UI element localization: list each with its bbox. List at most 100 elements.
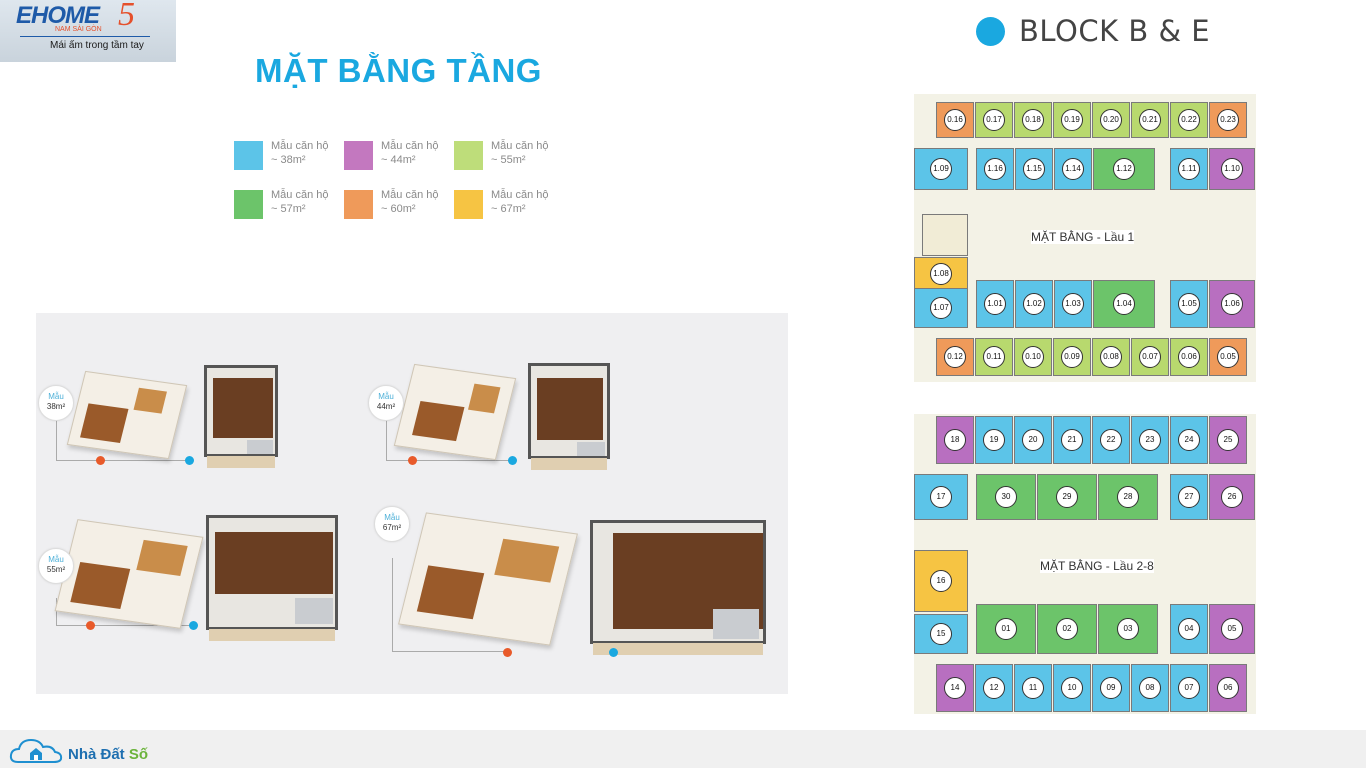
legend-swatch xyxy=(344,141,373,170)
floor-label: MẶT BẰNG - Lầu 1 xyxy=(1031,230,1135,244)
model-55-3d-view xyxy=(54,519,204,629)
unit: 1.10 xyxy=(1209,148,1255,190)
legend-area: ~ 55m² xyxy=(491,154,526,166)
unit: 0.18 xyxy=(1014,102,1052,138)
unit: 0.22 xyxy=(1170,102,1208,138)
unit: 0.16 xyxy=(936,102,974,138)
model-44-floor-plan xyxy=(528,363,610,470)
model-badge-prefix: Mẫu xyxy=(378,392,394,401)
footer-brand-part1: Nhà Đất xyxy=(68,746,129,763)
unit: 23 xyxy=(1131,416,1169,464)
block-indicator-dot xyxy=(976,17,1005,46)
unit: 0.23 xyxy=(1209,102,1247,138)
legend-item-44: Mẫu căn hộ ~ 44m² xyxy=(344,139,474,173)
unit: 1.01 xyxy=(976,280,1014,328)
footer-brand: Nhà Đất Số xyxy=(68,746,148,763)
unit: 03 xyxy=(1098,604,1158,654)
legend-label: Mẫu căn hộ xyxy=(491,189,549,201)
legend-swatch xyxy=(454,141,483,170)
unit: 1.04 xyxy=(1093,280,1155,328)
model-badge-prefix: Mẫu xyxy=(384,513,400,522)
unit: 1.12 xyxy=(1093,148,1155,190)
cloud-house-icon xyxy=(9,738,63,763)
unit: 08 xyxy=(1131,664,1169,712)
unit: 10 xyxy=(1053,664,1091,712)
unit: 0.06 xyxy=(1170,338,1208,376)
unit: 26 xyxy=(1209,474,1255,520)
unit: 21 xyxy=(1053,416,1091,464)
unit: 1.06 xyxy=(1209,280,1255,328)
unit: 0.09 xyxy=(1053,338,1091,376)
blue-marker xyxy=(189,621,198,630)
legend-area: ~ 38m² xyxy=(271,154,306,166)
model-44-3d-view xyxy=(393,363,517,461)
model-badge-prefix: Mẫu xyxy=(48,392,64,401)
unit: 0.07 xyxy=(1131,338,1169,376)
model-badge: Mẫu 38m² xyxy=(38,385,74,421)
apartment-model-gallery: Mẫu 38m² Mẫu 44m² xyxy=(36,313,788,694)
model-badge: Mẫu 67m² xyxy=(374,506,410,542)
block-title: BLOCK B & E xyxy=(1019,14,1211,48)
blue-marker xyxy=(508,456,517,465)
legend-label: Mẫu căn hộ xyxy=(381,189,439,201)
unit: 1.05 xyxy=(1170,280,1208,328)
unit: 06 xyxy=(1209,664,1247,712)
model-badge-area: 67m² xyxy=(382,523,402,532)
unit: 0.17 xyxy=(975,102,1013,138)
legend-swatch xyxy=(234,190,263,219)
unit: 02 xyxy=(1037,604,1097,654)
legend-item-57: Mẫu căn hộ ~ 57m² xyxy=(234,188,364,222)
model-55-floor-plan xyxy=(206,515,338,641)
unit: 1.16 xyxy=(976,148,1014,190)
connector-line xyxy=(56,413,189,461)
legend-label: Mẫu căn hộ xyxy=(491,140,549,152)
footer: Nhà Đất Số xyxy=(0,730,1366,768)
model-badge-area: 55m² xyxy=(46,565,66,574)
legend-swatch xyxy=(344,190,373,219)
unit: 30 xyxy=(976,474,1036,520)
model-badge-area: 38m² xyxy=(46,402,66,411)
legend-swatch xyxy=(454,190,483,219)
unit: 25 xyxy=(1209,416,1247,464)
legend-label: Mẫu căn hộ xyxy=(271,189,329,201)
floor-plan-level-1: 0.16 0.17 0.18 0.19 0.20 0.21 0.22 0.23 … xyxy=(914,94,1256,382)
unit: 27 xyxy=(1170,474,1208,520)
model-badge: Mẫu 55m² xyxy=(38,548,74,584)
stair-core xyxy=(922,214,968,256)
unit: 0.20 xyxy=(1092,102,1130,138)
unit: 04 xyxy=(1170,604,1208,654)
unit: 07 xyxy=(1170,664,1208,712)
unit: 15 xyxy=(914,614,968,654)
model-badge: Mẫu 44m² xyxy=(368,385,404,421)
unit: 0.08 xyxy=(1092,338,1130,376)
unit: 29 xyxy=(1037,474,1097,520)
logo-brand: EHOME xyxy=(16,2,100,29)
connector-line xyxy=(56,598,191,626)
unit: 11 xyxy=(1014,664,1052,712)
unit: 0.11 xyxy=(975,338,1013,376)
legend-label: Mẫu căn hộ xyxy=(381,140,439,152)
unit: 09 xyxy=(1092,664,1130,712)
unit: 22 xyxy=(1092,416,1130,464)
logo-number: 5 xyxy=(118,0,135,33)
model-67-floor-plan xyxy=(590,520,766,655)
orange-marker xyxy=(86,621,95,630)
model-38-3d-view xyxy=(66,370,188,460)
connector-line xyxy=(386,413,511,461)
model-67-3d-view xyxy=(398,512,578,646)
legend-label: Mẫu căn hộ xyxy=(271,140,329,152)
unit: 1.07 xyxy=(914,288,968,328)
orange-marker xyxy=(408,456,417,465)
orange-marker xyxy=(96,456,105,465)
footer-brand-part2: Số xyxy=(128,746,149,763)
unit: 1.09 xyxy=(914,148,968,190)
unit: 0.05 xyxy=(1209,338,1247,376)
logo-subtitle: NAM SÀI GÒN xyxy=(55,26,102,33)
unit: 0.10 xyxy=(1014,338,1052,376)
unit: 0.21 xyxy=(1131,102,1169,138)
legend-area: ~ 60m² xyxy=(381,203,416,215)
unit: 1.11 xyxy=(1170,148,1208,190)
model-badge-area: 44m² xyxy=(376,402,396,411)
unit: 1.08 xyxy=(914,257,968,291)
floor-plan-level-2-8: 18 19 20 21 22 23 24 25 17 30 29 28 27 2… xyxy=(914,414,1256,714)
